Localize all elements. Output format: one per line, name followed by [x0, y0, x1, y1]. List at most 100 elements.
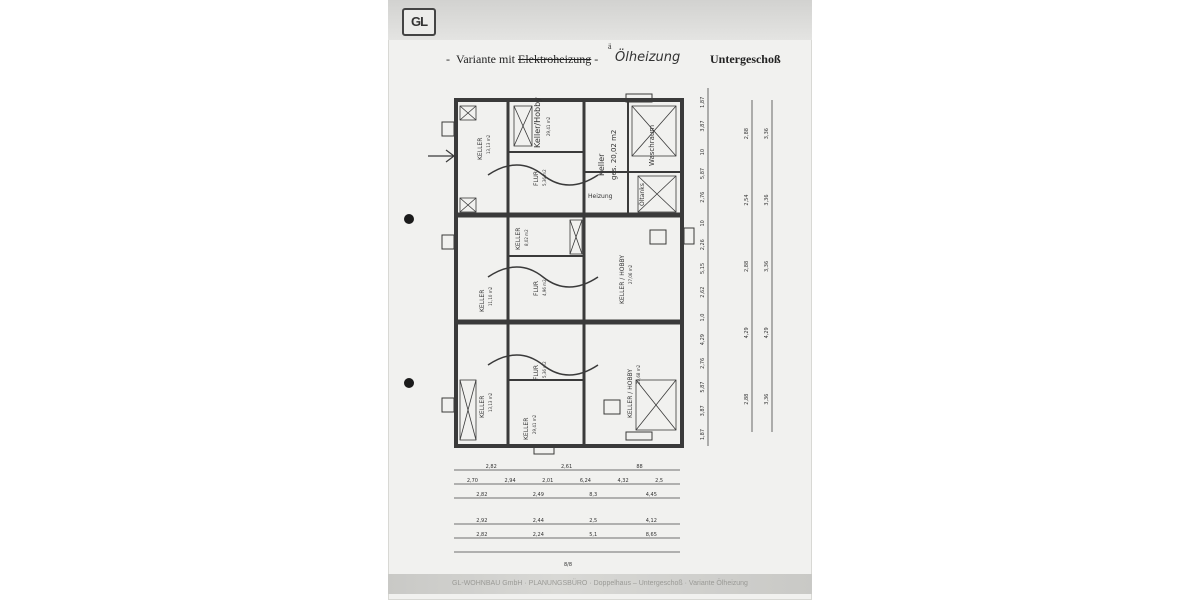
variant-handwritten: Ölheizung [615, 50, 681, 65]
room-keller-hobby-top-area: 29,41 m2 [546, 116, 551, 136]
dimension-label: 3,87 [700, 120, 706, 131]
room-flur-bottom: FLUR [533, 365, 540, 380]
variant-struck-text: Elektroheizung [517, 52, 592, 66]
room-keller-mid-small-area: 8,02 m2 [524, 229, 529, 246]
dimension-label: 2,88 [744, 394, 750, 405]
stair [487, 164, 599, 186]
window [533, 445, 555, 455]
dimension-label: 4,12 [646, 518, 657, 524]
room-oeltanks: Öltanks [639, 183, 646, 206]
room-flur-mid: FLUR [533, 281, 540, 296]
room-keller-mid-left-area: 11,10 m2 [488, 286, 493, 306]
dimension-label: 2,49 [533, 492, 544, 498]
scale-note: 8/8 [564, 562, 572, 568]
window [441, 234, 455, 250]
room-keller-top-right: Keller [597, 153, 606, 176]
dimension-label: 2,92 [476, 518, 487, 524]
window [683, 227, 695, 245]
dimension-label: 4,45 [646, 492, 657, 498]
arrow-mark [428, 149, 455, 163]
shaft [631, 105, 677, 157]
dimension-column-1: 1,873,87105,872,76102,265,152,621,04,292… [700, 97, 706, 440]
dimension-column-2: 2,882,542,884,292,88 [744, 128, 750, 405]
dimension-label: 2,76 [700, 192, 706, 203]
dimension-label: 2,82 [476, 532, 487, 538]
dimension-label: 5,15 [700, 263, 706, 274]
punch-hole-top [404, 214, 414, 224]
fixture [603, 399, 621, 415]
shaft [635, 379, 677, 431]
shaft [513, 105, 533, 147]
floor-plan: KELLER 13,13 m2 Keller/Hobby 29,41 m2 Ke… [428, 88, 773, 568]
dimension-label: 2,82 [476, 492, 487, 498]
dimension-label: 2,54 [744, 194, 750, 205]
room-keller-hobby-mid: KELLER / HOBBY [619, 255, 626, 304]
room-keller-bottom-left-area: 13,13 m2 [488, 392, 493, 412]
dimension-label: 4,29 [700, 334, 706, 345]
dimension-label: 2,5 [589, 518, 597, 524]
dimension-label: 5,87 [700, 382, 706, 393]
dimension-label: 3,36 [764, 394, 770, 405]
stair [487, 266, 599, 288]
room-keller-mid-small: KELLER [515, 228, 522, 250]
dimension-label: 2,88 [744, 261, 750, 272]
dimension-label: 2,26 [700, 239, 706, 250]
footer-band: GL-WOHNBAU GmbH · PLANUNGSBÜRO · Doppelh… [388, 574, 812, 594]
dimension-label: 2,24 [533, 532, 544, 538]
variant-line: -Variante mit Elektroheizung - [446, 52, 599, 66]
room-keller-top-left: KELLER [477, 138, 484, 160]
umlaut-mark: ä [608, 42, 612, 51]
room-heizung: Heizung [588, 193, 613, 200]
room-keller-bottom-left: KELLER [479, 396, 486, 418]
dimension-label: 10 [700, 220, 706, 226]
dimension-label: 2,88 [744, 128, 750, 139]
dimension-label: 6,24 [580, 478, 591, 484]
dimension-label: 3,36 [764, 128, 770, 139]
shaft [459, 197, 477, 213]
dimension-label: 3,36 [764, 194, 770, 205]
dimension-label: 5,87 [700, 168, 706, 179]
dimension-label: 2,94 [505, 478, 516, 484]
room-keller-top-left-area: 13,13 m2 [486, 134, 491, 154]
dimension-label: 2,82 [486, 464, 497, 470]
punch-hole-bottom [404, 378, 414, 388]
dimension-label: 2,44 [533, 518, 544, 524]
dimension-label: 8,3 [589, 492, 597, 498]
header-band: GL [388, 0, 812, 40]
room-keller-mid-left: KELLER [479, 290, 486, 312]
room-flur-mid-area: 4,96 m2 [542, 279, 547, 296]
dimension-label: 1,87 [700, 429, 706, 440]
dimension-label: 2,70 [467, 478, 478, 484]
dimension-label: 2,01 [542, 478, 553, 484]
document-page: GL -Variante mit Elektroheizung - ä Ölhe… [388, 0, 812, 600]
window [625, 93, 653, 103]
room-keller-hobby-bottom: KELLER / HOBBY [627, 369, 634, 418]
variant-prefix: Variante mit [456, 52, 515, 66]
dimension-column-3: 3,363,363,364,293,36 [764, 128, 770, 405]
dimension-label: 2,76 [700, 358, 706, 369]
dimension-label: 2,61 [561, 464, 572, 470]
dimension-label: 88 [636, 464, 642, 470]
dimension-label: 3,87 [700, 405, 706, 416]
room-keller-hobby-top: Keller/Hobby [533, 97, 542, 148]
floor-title: Untergeschoß [710, 52, 781, 66]
dimension-label: 4,32 [618, 478, 629, 484]
shaft [459, 105, 477, 121]
shaft [569, 219, 583, 255]
dimension-label: 2,5 [655, 478, 663, 484]
room-flur-bottom-area: 5,36 m2 [542, 361, 547, 378]
dimension-rows-bottom: 2,82 2,61 88 2,70 2,94 2,01 6,24 4,32 2,5 2,82 2,4… [467, 464, 663, 538]
dimension-label: 4,29 [764, 327, 770, 338]
room-keller-hobby-bottom-area: 20,68 m2 [636, 364, 641, 384]
window [441, 121, 455, 137]
window [625, 431, 653, 441]
room-keller-top-right-area: ges. 20,02 m2 [610, 130, 618, 180]
dimension-label: 5,1 [589, 532, 597, 538]
room-keller-bottom-mid: KELLER [523, 418, 530, 440]
room-flur-top: FLUR [533, 171, 540, 186]
room-keller-bottom-mid-area: 29,41 m2 [532, 414, 537, 434]
shaft [637, 175, 677, 213]
stair [487, 354, 599, 376]
dimension-label: 1,87 [700, 97, 706, 108]
dimension-label: 2,62 [700, 287, 706, 298]
